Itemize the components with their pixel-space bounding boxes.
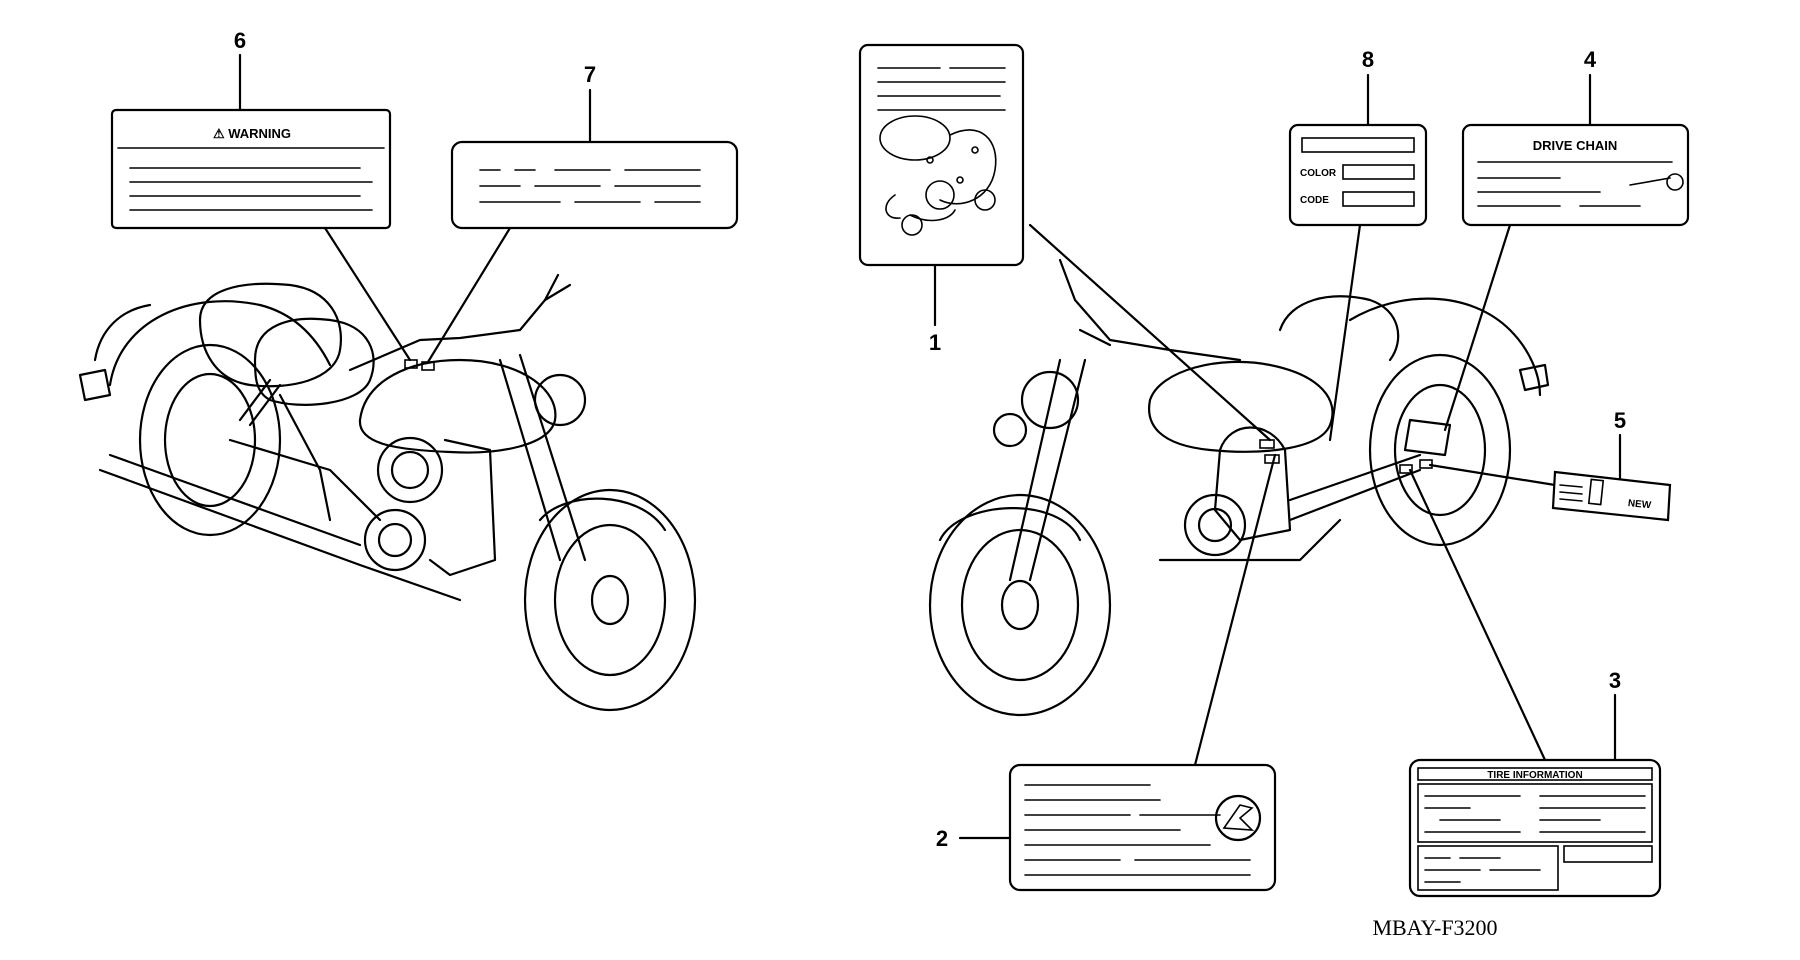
callout-7: 7 (584, 62, 596, 87)
callout-8: 8 (1362, 47, 1374, 72)
callout-1: 1 (929, 330, 941, 355)
label-8-color-code: COLOR CODE (1288, 123, 1428, 227)
label-7 (450, 140, 739, 230)
label-3-tire-information: TIRE INFORMATION (1408, 758, 1662, 898)
label-6-warning: ⚠ WARNING (110, 108, 392, 230)
label-4-drive-chain: DRIVE CHAIN (1461, 123, 1690, 227)
warning-title: ⚠ WARNING (213, 126, 291, 141)
label-5-new: NEW (1551, 470, 1672, 522)
diagram-code: MBAY-F3200 (1372, 915, 1497, 940)
code-label: CODE (1300, 195, 1329, 206)
label-2-emblem (1008, 763, 1277, 892)
callout-6: 6 (234, 28, 246, 53)
callout-3: 3 (1609, 668, 1621, 693)
callout-5: 5 (1614, 408, 1626, 433)
tire-info-title: TIRE INFORMATION (1487, 770, 1582, 781)
left-motorcycle (78, 273, 697, 712)
leader-lines (238, 53, 1622, 840)
callout-numbers: 6 7 1 8 4 5 2 3 (234, 28, 1626, 851)
callout-2: 2 (936, 826, 948, 851)
drive-chain-title: DRIVE CHAIN (1533, 138, 1618, 153)
wing-logo-icon (1214, 794, 1262, 842)
callout-4: 4 (1584, 47, 1597, 72)
color-label: COLOR (1300, 168, 1337, 179)
new-label: NEW (1627, 498, 1652, 511)
right-motorcycle (928, 258, 1550, 717)
label-1-hose-routing (858, 43, 1025, 267)
